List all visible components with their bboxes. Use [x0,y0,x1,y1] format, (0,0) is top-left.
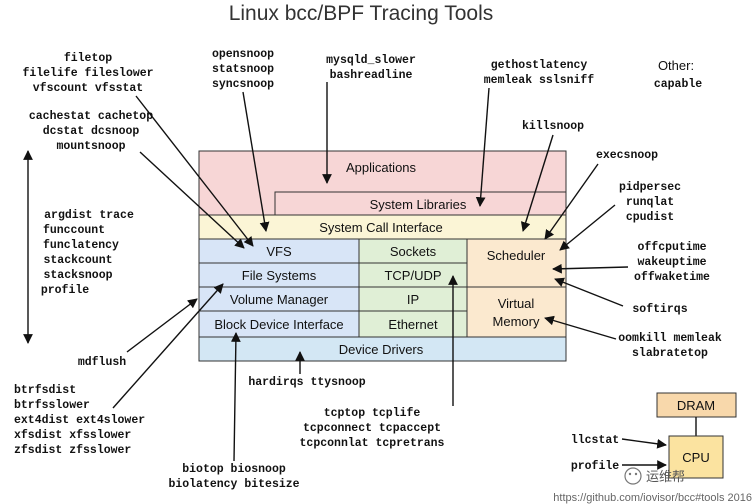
tool-label: gethostlatency [491,59,588,72]
arrow [559,204,616,251]
arrow [475,87,490,207]
tool-label: hardirqs ttysnoop [248,376,365,389]
tool-label: syncsnoop [212,78,274,91]
system-call-interface-label: System Call Interface [319,220,443,235]
tool-label: argdist trace [44,209,134,222]
tool-label: mountsnoop [56,140,125,153]
tool-label: oomkill memleak [618,332,722,345]
tool-label: filelife fileslower [22,67,153,80]
vfs-box [198,238,360,264]
tool-label: tcptop tcplife [324,407,421,420]
block-device-interface-label: Block Device Interface [214,317,343,332]
tool-label: dcstat dcsnoop [43,125,140,138]
tool-label: btrfsdist [14,384,76,397]
tool-label: cachestat cachetop [29,110,153,123]
tool-label: statsnoop [212,63,274,76]
arrow [554,277,624,307]
dram-label: DRAM [677,398,715,413]
tool-label: xfsdist xfsslower [14,429,131,442]
tool-label: bashreadline [330,69,413,82]
arrow [621,438,667,449]
tool-label: profile [41,284,89,297]
tool-label: opensnoop [212,48,274,61]
ethernet-label: Ethernet [388,317,438,332]
tool-label: funccount [43,224,105,237]
wechat-watermark: 运维帮 [624,467,685,485]
tool-label: tcpconnlat tcpretrans [300,437,445,450]
wechat-icon [624,467,642,485]
tcp-udp-label: TCP/UDP [384,268,441,283]
tool-label: offwaketime [634,271,710,284]
sockets-label: Sockets [390,244,437,259]
tool-label: filetop [64,52,112,65]
arrow [242,91,270,232]
tool-label: ext4dist ext4slower [14,414,145,427]
tool-label: pidpersec [619,181,681,194]
tool-label: mdflush [78,356,126,369]
tool-label: btrfsslower [14,399,90,412]
wechat-icon-dot [628,472,632,476]
device-drivers-box [198,336,567,362]
tool-label: zfsdist zfsslower [14,444,131,457]
applications-label: Applications [346,160,417,175]
tool-label: runqlat [626,196,674,209]
tool-label: slabratetop [632,347,708,360]
tool-label: funclatency [43,239,119,252]
tool-label: llcstat [571,434,619,447]
system-libraries-label: System Libraries [370,197,467,212]
arrow [544,163,599,240]
tool-label: mysqld_slower [326,54,416,67]
tool-label: offcputime [637,241,706,254]
cpu-label: CPU [682,450,709,465]
tool-label: killsnoop [522,120,584,133]
tool-label: execsnoop [596,149,658,162]
tool-label: stackcount [43,254,112,267]
tool-label: stacksnoop [43,269,112,282]
scheduler-box [466,238,567,288]
tool-label: vfscount vfsstat [33,82,143,95]
arrow [230,332,241,462]
virtual-label: Virtual [498,296,535,311]
watermark-text: 运维帮 [646,470,685,485]
memory-label: Memory [493,314,540,329]
ip-label: IP [407,292,419,307]
dram-box [656,392,737,418]
tool-label: tcpconnect tcpaccept [303,422,441,435]
tool-label: biotop biosnoop [182,463,286,476]
volume-manager-label: Volume Manager [230,292,329,307]
arrow [126,298,198,353]
footer-url: https://github.com/iovisor/bcc#tools 201… [553,492,752,504]
tool-label: capable [654,78,702,91]
device-drivers-label: Device Drivers [339,342,424,357]
arrow [520,134,554,232]
ip-box [358,286,468,312]
tool-label: softirqs [632,303,687,316]
arrow [139,151,245,249]
arrow [552,263,629,274]
tool-label: profile [571,460,619,473]
arrow [135,95,254,247]
wechat-icon-dot [634,472,638,476]
other-heading: Other: [658,58,694,73]
tool-arrows [23,82,667,470]
file-systems-label: File Systems [242,268,317,283]
cpu-box [668,435,724,479]
tool-label: biolatency bitesize [168,478,299,491]
page-title: Linux bcc/BPF Tracing Tools [229,2,494,25]
tool-label: wakeuptime [637,256,706,269]
tool-label: memleak sslsniff [484,74,595,87]
virtual-memory-box [466,286,567,338]
arrow [112,283,224,409]
vfs-label: VFS [266,244,292,259]
scheduler-label: Scheduler [487,248,546,263]
tool-labels: filetop filelife fileslower vfscount vfs… [14,48,722,491]
tool-label: cpudist [626,211,674,224]
kernel-stack: Applications System Libraries System Cal… [198,150,567,362]
arrow [544,315,617,340]
ethernet-box [358,310,468,338]
